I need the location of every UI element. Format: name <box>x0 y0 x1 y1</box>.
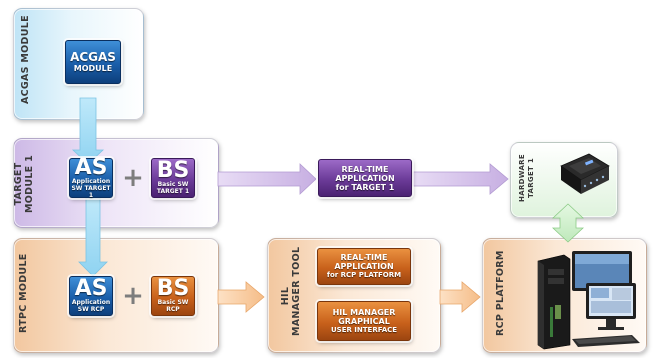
rtpc-module-label: RTPC MODULE <box>18 253 29 333</box>
acgas-module-label: ACGAS MODULE <box>20 15 31 104</box>
hil-label-line2: MANAGER TOOL <box>291 246 302 336</box>
rt-rcp-line2: APPLICATION <box>334 262 394 271</box>
hardware-label-line1: HARDWARE <box>518 154 526 202</box>
bs-rcp-box: BS Basic SW RCP <box>151 276 195 316</box>
rt-app-rcp-box: REAL-TIME APPLICATION for RCP PLATFORM <box>317 248 411 285</box>
hardware-target-label: HARDWARE TARGET 1 <box>518 150 538 206</box>
rt-target-line2: APPLICATION <box>335 173 395 183</box>
target-module-label-line2: MODULE 1 <box>24 155 35 213</box>
arrow-rt-app-to-hardware <box>412 163 509 195</box>
plus-sign-rcp: + <box>122 281 144 311</box>
as-rcp-box: AS Application SW RCP <box>69 276 113 316</box>
as-target-line2: SW TARGET 1 <box>71 184 111 199</box>
target-module-label-line1: TARGET <box>13 162 24 206</box>
rt-app-target-box: REAL-TIME APPLICATION for TARGET 1 <box>318 159 412 197</box>
acgas-box-line1: ACGAS <box>70 49 116 64</box>
rt-target-line1: REAL-TIME <box>341 164 389 174</box>
hil-gui-line1: HIL MANAGER <box>332 307 396 317</box>
as-target-line1: Application <box>71 177 111 185</box>
hil-manager-tool-label: HIL MANAGER TOOL <box>280 246 304 336</box>
rcp-platform-label: RCP PLATFORM <box>495 250 506 336</box>
bs-target-line1: Basic SW <box>157 181 189 188</box>
hil-manager-gui-box: HIL MANAGER GRAPHICAL USER INTERFACE <box>317 301 411 341</box>
target-module-label: TARGET MODULE 1 <box>13 149 37 219</box>
as-target-box: AS Application SW TARGET 1 <box>69 154 113 199</box>
hil-gui-line3: USER INTERFACE <box>330 325 398 334</box>
rt-rcp-line1: REAL-TIME <box>340 253 388 262</box>
hil-label-line1: HIL <box>280 286 291 306</box>
bs-rcp-abbr: BS <box>156 276 190 301</box>
as-rcp-line2: SW RCP <box>77 306 105 313</box>
acgas-module-box: ACGAS MODULE <box>65 40 121 84</box>
as-target-abbr: AS <box>74 154 108 180</box>
bs-target-abbr: BS <box>156 158 190 183</box>
rt-rcp-line3: for RCP PLATFORM <box>326 271 402 279</box>
hardware-target-device-image <box>560 153 610 194</box>
as-rcp-line1: Application <box>71 299 111 306</box>
rcp-platform-computer-image <box>537 251 640 350</box>
bs-target-box: BS Basic SW TARGET 1 <box>151 158 195 198</box>
bs-target-line2: TARGET 1 <box>156 188 190 195</box>
rt-target-line3: for TARGET 1 <box>335 182 395 192</box>
bs-rcp-line2: RCP <box>166 306 180 313</box>
bs-rcp-line1: Basic SW <box>157 299 189 306</box>
arrow-target-to-rt-app <box>217 163 317 195</box>
arrow-hil-to-rcp <box>439 281 481 313</box>
hil-gui-line2: GRAPHICAL <box>338 316 390 326</box>
acgas-box-line2: MODULE <box>73 63 113 73</box>
as-rcp-abbr: AS <box>74 276 108 301</box>
hardware-label-line2: TARGET 1 <box>527 157 535 199</box>
arrow-rtpc-to-hil <box>217 281 265 313</box>
plus-sign-target: + <box>122 163 144 193</box>
